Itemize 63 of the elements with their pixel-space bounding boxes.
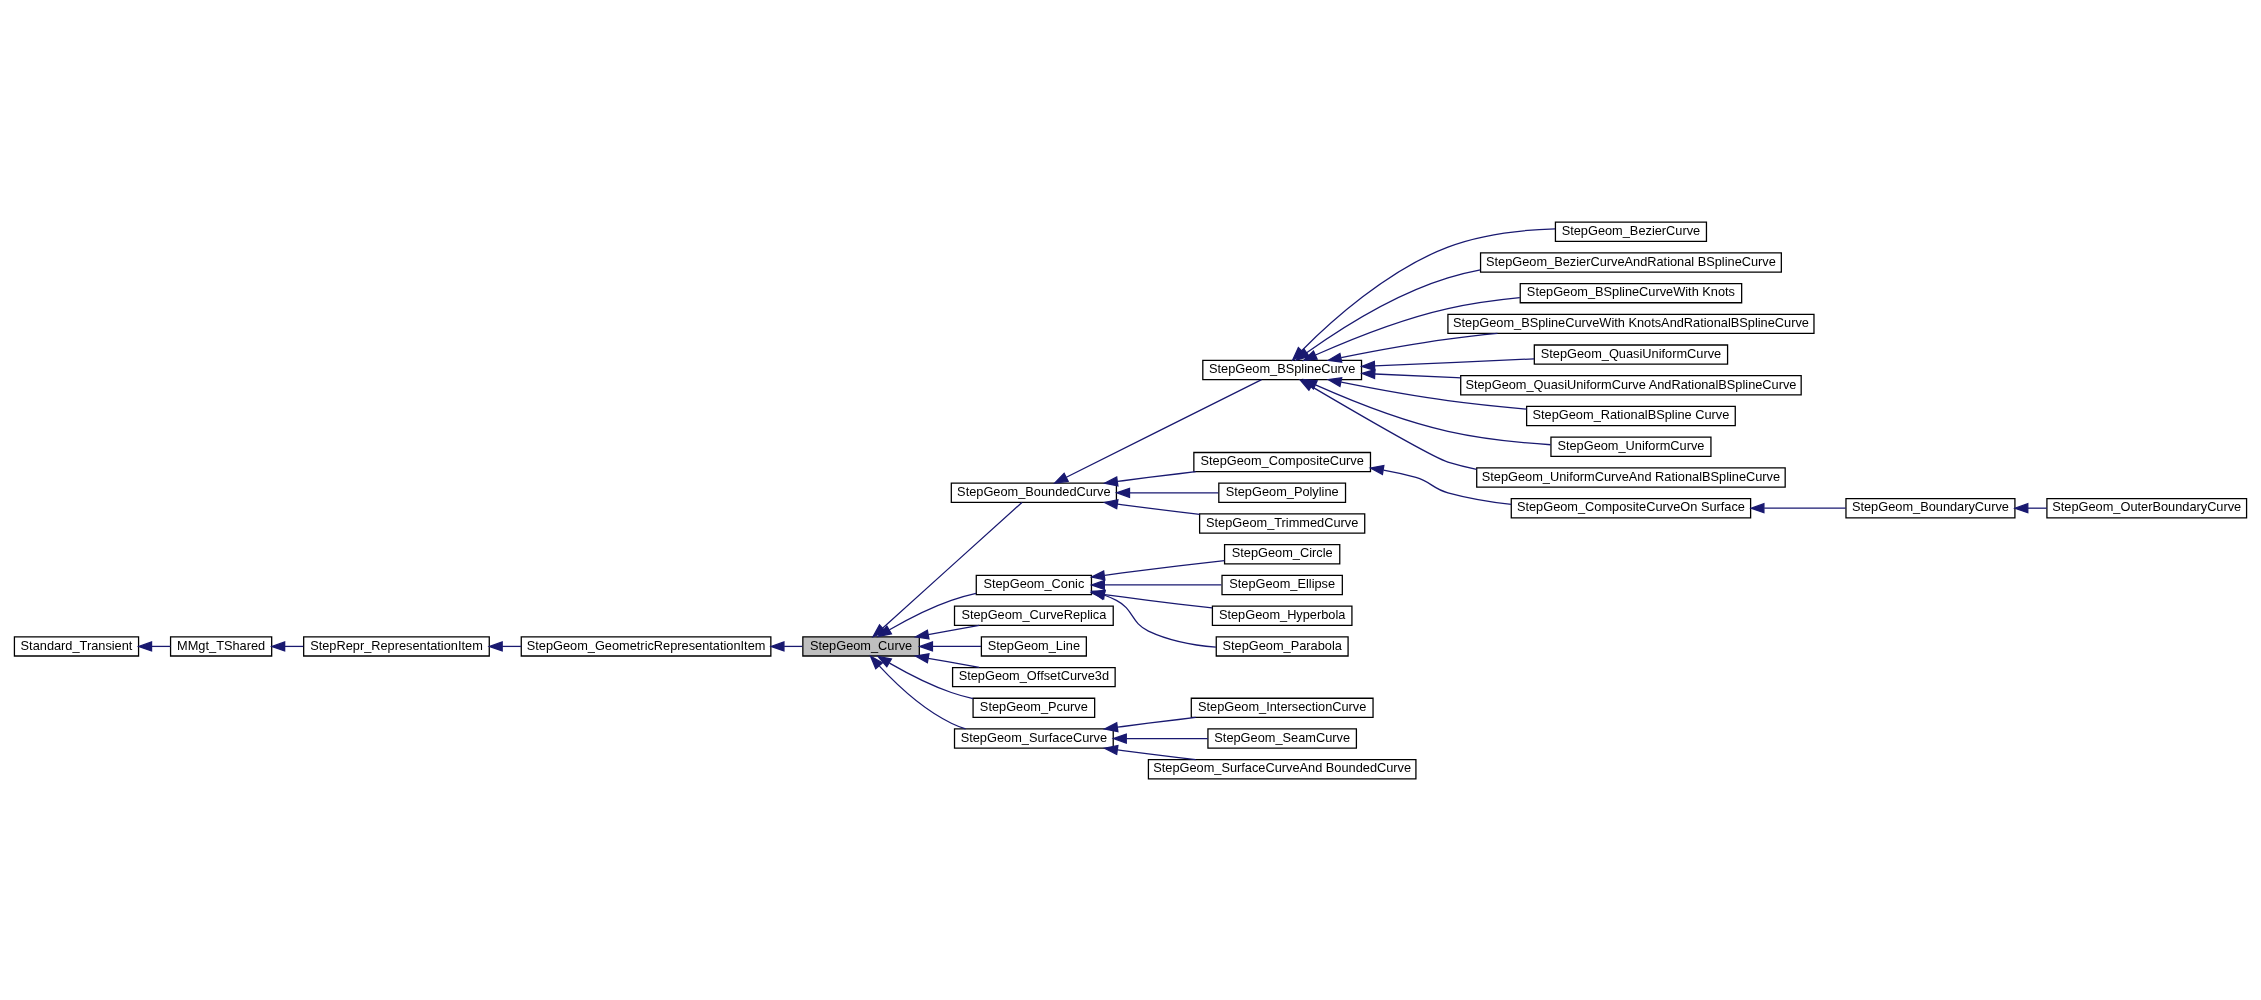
node-box: StepGeom_BSplineCurveWith Knots (1519, 282, 1743, 303)
node-box: MMgt_TShared (169, 635, 273, 657)
arrow (769, 640, 803, 652)
arrow (876, 592, 977, 637)
node-box: StepGeom_IntersectionCurve (1190, 697, 1374, 718)
arrow (2013, 502, 2048, 514)
node-box: StepGeom_BezierCurveAndRational BSplineCurve (1479, 251, 1782, 273)
node-box: StepGeom_Conic (975, 574, 1093, 595)
node-box: StepGeom_SeamCurve (1207, 727, 1358, 749)
arrow (1326, 332, 1499, 363)
node-box: StepGeom_Curve (802, 635, 920, 657)
node-box: StepGeom_Line (980, 635, 1087, 657)
arrow (1360, 368, 1462, 379)
node-box: StepGeom_CompositeCurveOn Surface (1510, 497, 1752, 518)
arrow (487, 640, 522, 652)
arrow (869, 654, 967, 729)
node-box: StepGeom_Parabola (1215, 635, 1349, 657)
node-box: StepGeom_QuasiUniformCurve (1533, 343, 1729, 365)
arrow (1102, 716, 1197, 732)
node-box: StepGeom_SurfaceCurve (953, 727, 1114, 749)
node-box: StepGeom_OffsetCurve3d (951, 666, 1116, 687)
node-box: StepGeom_RationalBSpline Curve (1526, 405, 1736, 426)
node-box: StepGeom_Polyline (1218, 482, 1347, 503)
arrow (913, 652, 980, 668)
arrow (1089, 579, 1223, 590)
node-box: StepGeom_BSplineCurve (1202, 359, 1363, 380)
arrow (1294, 268, 1482, 361)
node-box: StepGeom_UniformCurveAnd RationalBSplineCurve (1476, 466, 1786, 488)
arrow (1052, 378, 1263, 484)
arrow (1102, 498, 1201, 515)
arrow (913, 624, 980, 640)
node-box: StepGeom_Hyperbola (1211, 604, 1353, 626)
node-box: StepGeom_BoundedCurve (950, 482, 1118, 503)
arrow (1089, 559, 1226, 581)
arrow (1102, 744, 1197, 760)
arrow (876, 654, 974, 699)
node-box: StepGeom_OuterBoundaryCurve (2046, 497, 2248, 518)
node-box: StepGeom_BSplineCurveWith KnotsAndRationalBSplineCurve (1447, 313, 1815, 334)
arrow (1301, 296, 1521, 361)
node-box: StepGeom_GeometricRepresentationItem (520, 635, 772, 657)
arrow (1111, 732, 1209, 744)
node-box: StepGeom_UniformCurve (1550, 436, 1712, 457)
arrow (1102, 470, 1197, 487)
arrow (136, 640, 172, 652)
arrow (1359, 357, 1535, 371)
node-box: StepRepr_RepresentationItem (303, 635, 490, 657)
arrow (1368, 464, 1512, 505)
node-box: StepGeom_BoundaryCurve (1845, 497, 2016, 518)
node-box: StepGeom_BezierCurve (1554, 221, 1708, 242)
arrow (1749, 502, 1847, 514)
node-box: StepGeom_CurveReplica (953, 604, 1114, 626)
node-box: StepGeom_Ellipse (1221, 574, 1343, 595)
node-box: StepGeom_Circle (1223, 543, 1341, 564)
node-box: StepGeom_SurfaceCurveAnd BoundedCurve (1147, 758, 1417, 779)
arrow (1114, 486, 1219, 498)
arrow (269, 640, 304, 652)
node-box: Standard_Transient (13, 635, 140, 657)
node-box: StepGeom_Pcurve (972, 697, 1096, 718)
arrow (1326, 376, 1528, 410)
node-box: StepGeom_TrimmedCurve (1198, 512, 1366, 534)
node-box: StepGeom_QuasiUniformCurve AndRationalBSplineCurve (1460, 374, 1802, 396)
node-box: StepGeom_CompositeCurve (1193, 451, 1372, 472)
arrow (917, 640, 982, 652)
